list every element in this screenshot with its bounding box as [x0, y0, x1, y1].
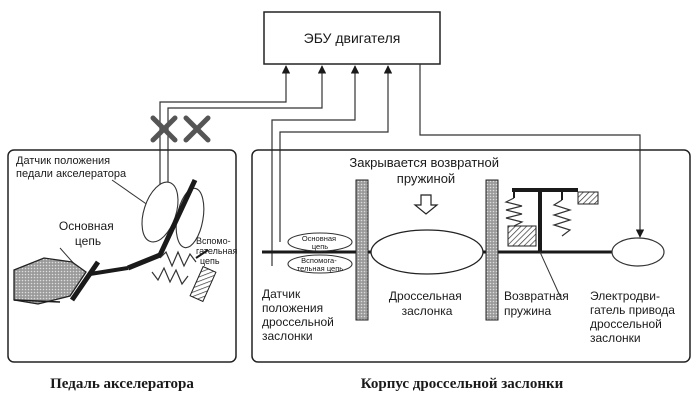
throttle-caption: Корпус дроссельной заслонки [361, 376, 564, 392]
motor-ellipse [611, 237, 665, 267]
pedal-link [89, 266, 129, 276]
disconnect-x-marks [150, 115, 211, 143]
pedal-stop-block [189, 265, 217, 303]
pedal-pad [69, 260, 101, 302]
throttle-housing-right [485, 179, 499, 321]
tps-main-ellipse [287, 232, 353, 252]
pedal-sensor-label: Датчик положения педали акселератора [16, 155, 127, 180]
pedal-lever [127, 178, 198, 271]
ecu-box: ЭБУ двигателя [263, 11, 441, 65]
ecu-wiring [159, 64, 645, 266]
aux-circuit-label: Вспомо- гательная цепь [196, 236, 240, 266]
tps-label: Датчик положения дроссельной заслонки [262, 287, 337, 343]
tps-aux-ellipse [287, 254, 353, 274]
throttle-valve-label: Дроссельная заслонка [389, 289, 465, 318]
throttle-plate [370, 229, 484, 275]
tps-aux-label: Вспомога- тельная цепь [297, 256, 343, 273]
throttle-panel: Закрывается возвратной пружиной Основная… [251, 149, 691, 392]
main-circuit-label: Основная цепь [59, 219, 117, 248]
down-arrow-icon [413, 194, 439, 215]
return-spring-stop [507, 225, 537, 247]
return-spring-label: Возвратная пружина [504, 289, 572, 318]
pedal-panel: Датчик положения педали акселератора Осн… [7, 149, 240, 392]
spring-mount-block [577, 191, 599, 205]
throttle-housing-left [355, 179, 369, 321]
return-spring-right [551, 199, 573, 237]
closes-by-spring-label: Закрывается возвратной пружиной [349, 155, 502, 186]
motor-label: Электродви- гатель привода дроссельной з… [590, 289, 678, 345]
ecu-label: ЭБУ двигателя [304, 30, 401, 46]
tps-main-label: Основная цепь [302, 234, 338, 251]
pedal-spring-lower [151, 266, 189, 286]
pedal-caption: Педаль акселератора [50, 376, 194, 392]
pedal-spring-upper [159, 250, 197, 268]
return-spring-left [504, 197, 524, 227]
